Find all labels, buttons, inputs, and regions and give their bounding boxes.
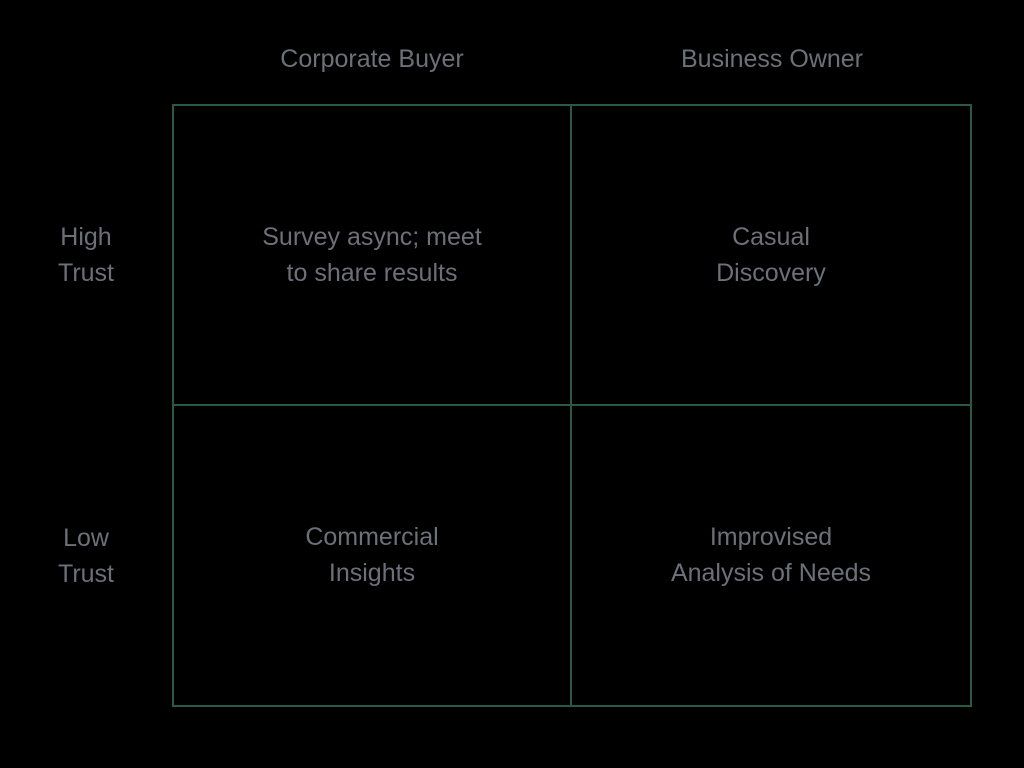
quadrant-low-trust-corporate-buyer: Commercial Insights [174, 405, 572, 705]
quadrant-high-trust-corporate-buyer: Survey async; meet to share results [174, 106, 572, 406]
quadrant-text: Improvised Analysis of Needs [670, 523, 872, 588]
column-header-business-owner: Business Owner [680, 45, 864, 73]
quadrant-text: Survey async; meet to share results [262, 222, 482, 287]
quadrant-low-trust-business-owner: Improvised Analysis of Needs [572, 406, 970, 706]
quadrant-high-trust-business-owner: Casual Discovery [572, 106, 970, 406]
quadrant-text: Commercial Insights [305, 523, 439, 588]
row-label-high-trust: High Trust [57, 222, 115, 287]
column-header-corporate-buyer: Corporate Buyer [280, 45, 464, 73]
matrix-grid: Survey async; meet to share results Casu… [172, 104, 972, 707]
row-label-low-trust: Low Trust [57, 524, 115, 588]
quadrant-text: Casual Discovery [716, 222, 826, 287]
